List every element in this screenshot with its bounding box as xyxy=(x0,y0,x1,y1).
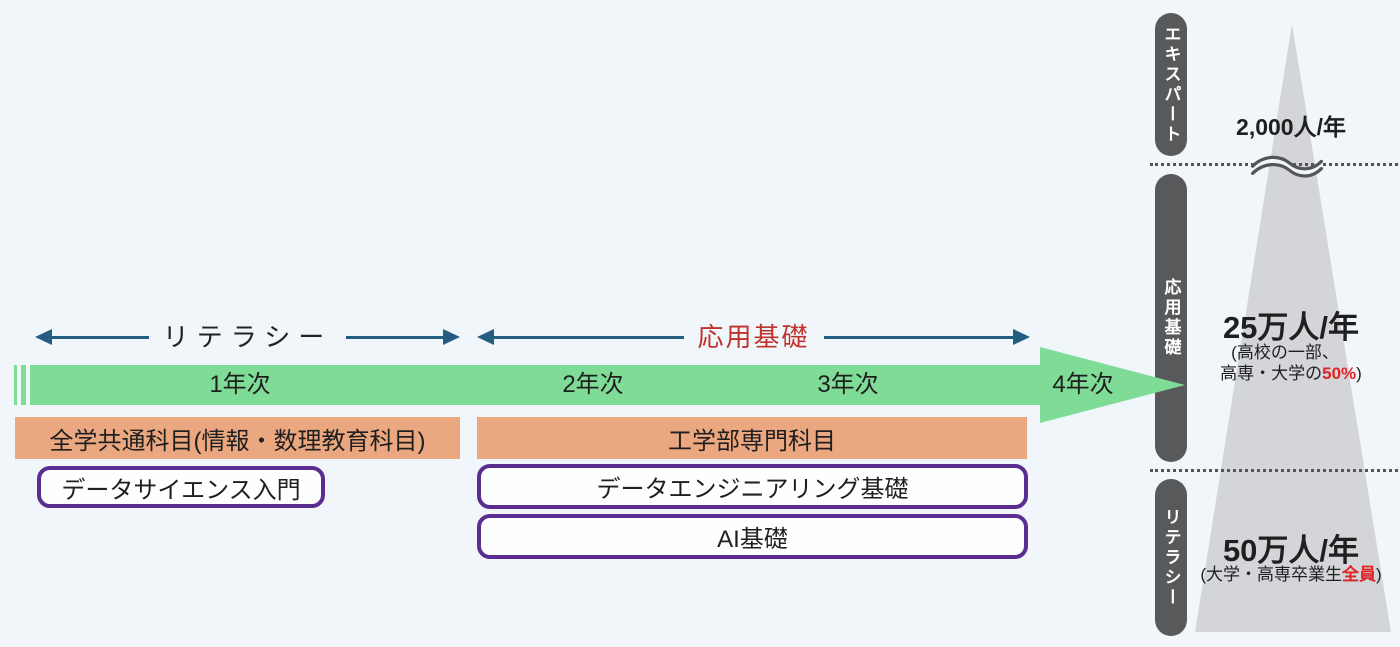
timeline-arrowhead-icon xyxy=(1040,347,1185,423)
year-label-1: 1年次 xyxy=(209,371,271,398)
engineering-subjects-bar: 工学部専門科目 xyxy=(477,417,1027,459)
literacy-span-label: リテラシー xyxy=(162,322,333,352)
year-label-4: 4年次 xyxy=(1052,371,1114,398)
level-pill-literacy-label: リテラシー xyxy=(1161,507,1181,608)
timeline-start-strip xyxy=(14,365,17,405)
applied-note-suffix: ) xyxy=(1356,364,1362,383)
applied-note-highlight: 50% xyxy=(1322,364,1357,383)
applied-count: 25万人/年 xyxy=(1222,310,1360,345)
common-subjects-bar: 全学共通科目(情報・数理教育科目) xyxy=(15,417,460,459)
level-pill-literacy: リテラシー xyxy=(1155,479,1187,636)
arrow-left-icon xyxy=(35,329,52,345)
axis-break-icon xyxy=(1251,155,1323,178)
arrow-right-icon xyxy=(443,329,461,345)
literacy-note-prefix: (大学・高専卒業生 xyxy=(1200,565,1342,584)
arrow-line xyxy=(52,335,149,339)
literacy-count: 50万人/年 xyxy=(1222,533,1360,568)
literacy-span-arrow: リテラシー xyxy=(35,322,461,352)
literacy-note-suffix: ) xyxy=(1376,565,1382,584)
applied-span-arrow: 応用基礎 xyxy=(477,322,1031,352)
course-box-ds-intro: データサイエンス入門 xyxy=(37,466,325,508)
timeline-bar xyxy=(30,365,1040,405)
arrow-left-icon xyxy=(477,329,494,345)
level-pill-expert-label: エキスパート xyxy=(1161,24,1181,145)
course-box-ai-basics: AI基礎 xyxy=(477,514,1028,559)
applied-span-label: 応用基礎 xyxy=(697,322,810,352)
level-pill-expert: エキスパート xyxy=(1155,13,1187,156)
applied-note-prefix: 高専・大学の xyxy=(1220,364,1323,383)
applied-note-line2: 高専・大学の50%) xyxy=(1220,359,1362,384)
literacy-note-highlight: 全員 xyxy=(1342,565,1376,584)
year-label-3: 3年次 xyxy=(817,371,879,398)
arrow-line xyxy=(346,335,444,339)
level-divider-bottom xyxy=(1150,469,1398,472)
literacy-note: (大学・高専卒業生全員) xyxy=(1200,560,1381,585)
timeline-start-strip xyxy=(21,365,26,405)
course-box-data-engineering: データエンジニアリング基礎 xyxy=(477,464,1028,509)
arrow-line xyxy=(494,335,684,339)
year-label-2: 2年次 xyxy=(562,371,624,398)
expert-count: 2,000人/年 xyxy=(1236,114,1346,140)
arrow-line xyxy=(823,335,1014,339)
applied-note-line1: (高校の一部、 xyxy=(1231,343,1339,362)
arrow-right-icon xyxy=(1013,329,1031,345)
level-pill-applied-label: 応用基礎 xyxy=(1161,278,1181,358)
